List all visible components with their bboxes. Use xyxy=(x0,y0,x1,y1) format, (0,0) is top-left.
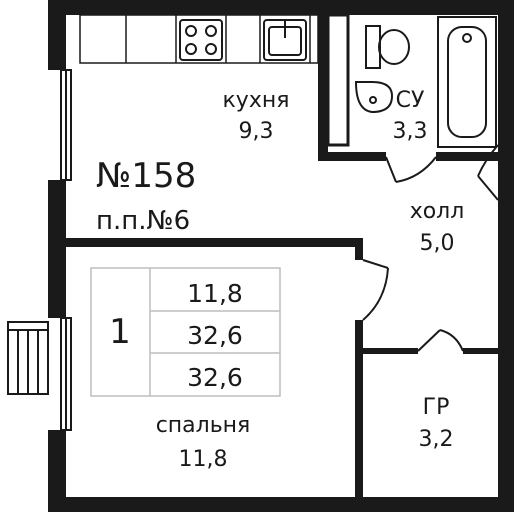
stove-icon xyxy=(179,19,223,61)
washbasin-icon xyxy=(354,81,394,114)
bedroom-area: 11,8 xyxy=(179,447,228,472)
bedroom-name: спальня xyxy=(156,413,251,438)
area-with-balcony: 32,6 xyxy=(187,363,243,392)
rooms-count: 1 xyxy=(109,312,131,352)
hall-area: 5,0 xyxy=(420,231,455,256)
bathtub-icon xyxy=(437,16,497,148)
toilet-icon xyxy=(365,25,410,69)
floor-plan-code: п.п.№6 xyxy=(96,206,190,236)
apartment-number: №158 xyxy=(96,156,196,196)
bathroom-name: СУ xyxy=(396,88,425,113)
walls xyxy=(48,0,514,512)
wardrobe-area: 3,2 xyxy=(419,427,454,452)
hall-name: холл xyxy=(410,199,465,224)
sink-icon xyxy=(263,19,307,61)
living-area: 11,8 xyxy=(187,279,243,308)
kitchen-counter xyxy=(79,14,319,64)
kitchen-area: 9,3 xyxy=(239,119,274,144)
bathroom-area: 3,3 xyxy=(393,119,428,144)
wardrobe-name: ГР xyxy=(423,395,450,420)
area-summary-table xyxy=(90,267,281,397)
kitchen-name: кухня xyxy=(223,88,290,113)
total-area: 32,6 xyxy=(187,321,243,350)
balcony-grid xyxy=(7,321,49,395)
windows xyxy=(60,69,72,431)
doors xyxy=(362,144,499,352)
